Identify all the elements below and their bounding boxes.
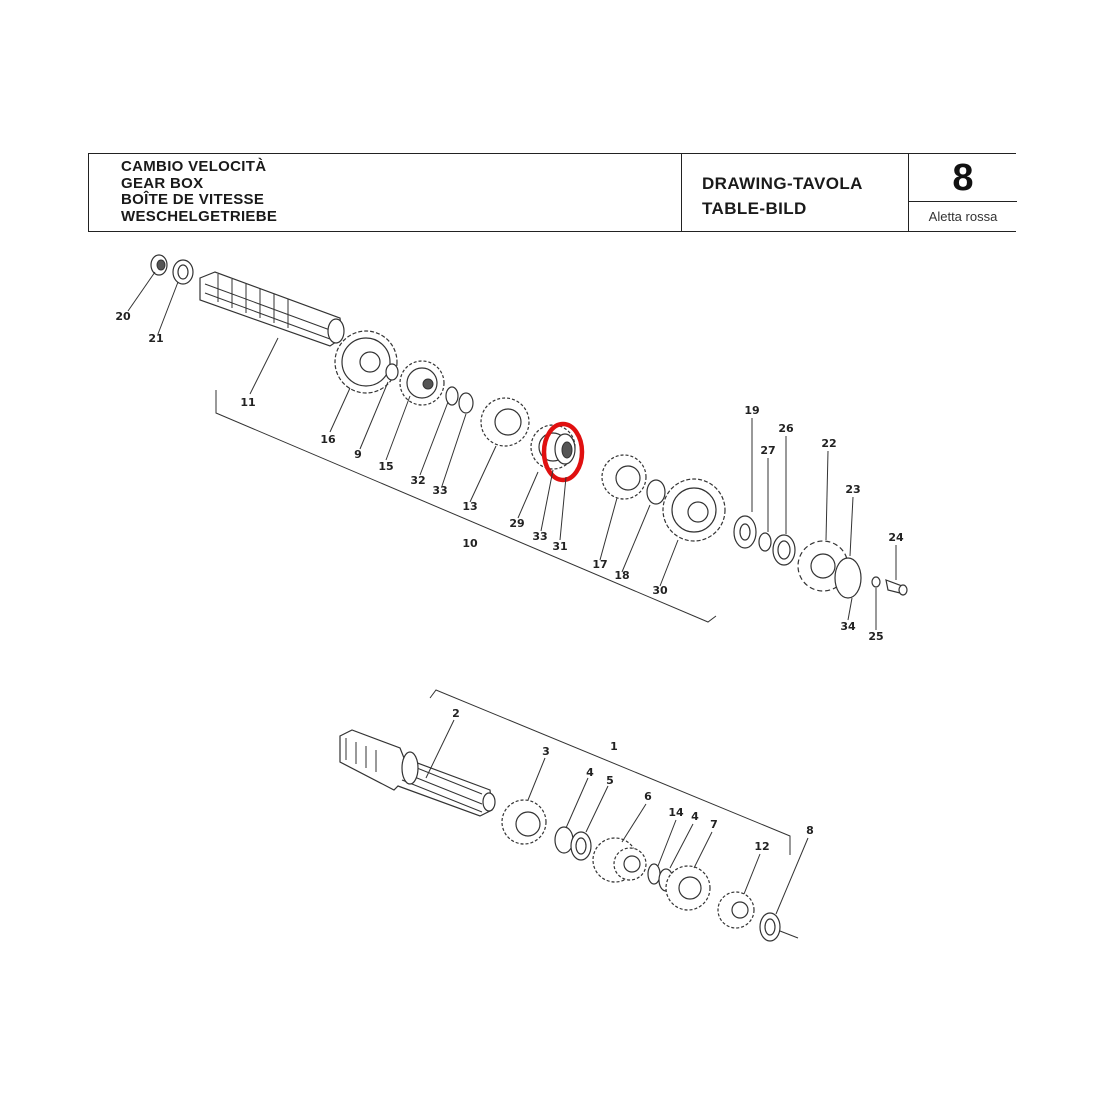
part-2-main-shaft: [339, 729, 496, 817]
part-9-ring: [385, 363, 399, 381]
callout-5: 5: [606, 774, 614, 787]
callout-29: 29: [509, 517, 524, 530]
part-27-ring: [758, 532, 772, 552]
title-italian: CAMBIO VELOCITÀ: [121, 158, 267, 175]
callout-9: 9: [354, 448, 362, 461]
callout-11: 11: [240, 396, 255, 409]
callout-19: 19: [744, 404, 759, 417]
callout-2: 2: [452, 707, 460, 720]
callout-labels: 20 21 11 16 9 15 32 33 13 29 33 31 17 18…: [115, 310, 904, 853]
part-13-gear: [480, 397, 530, 447]
callout-24: 24: [888, 531, 904, 544]
callout-30: 30: [652, 584, 668, 597]
callout-18: 18: [614, 569, 629, 582]
callout-group-10: 10: [462, 537, 478, 550]
table-number: 8: [909, 154, 1017, 202]
part-26-bearing: [772, 534, 796, 566]
part-19-washer: [733, 515, 757, 549]
part-14-ring: [647, 863, 661, 885]
callout-7: 7: [710, 818, 718, 831]
callout-13: 13: [462, 500, 477, 513]
part-24-bolt: [885, 579, 908, 596]
lower-leader-lines: [425, 719, 809, 915]
part-30-gear: [662, 478, 726, 542]
part-4-washer: [554, 826, 574, 854]
part-15-gear: [399, 360, 445, 406]
callout-23: 23: [845, 483, 860, 496]
part-18-washer: [646, 479, 666, 505]
title-block-names: CAMBIO VELOCITÀ GEAR BOX BOÎTE DE VITESS…: [89, 154, 682, 231]
title-english: GEAR BOX: [121, 174, 204, 192]
drawing-label-line-2: TABLE-BILD: [702, 199, 807, 218]
callout-31: 31: [552, 540, 567, 553]
lower-assembly: [339, 689, 809, 942]
part-32-washer: [445, 386, 459, 406]
callout-33-second: 33: [532, 530, 547, 543]
callout-25: 25: [868, 630, 883, 643]
highlight-circle-part-31: [541, 421, 585, 483]
upper-leader-lines: [127, 271, 897, 630]
callout-16: 16: [320, 433, 336, 446]
part-11-splined-shaft: [199, 271, 345, 347]
part-16-gear: [334, 330, 398, 394]
callout-14: 14: [668, 806, 684, 819]
callout-32: 32: [410, 474, 425, 487]
drawing-label-line-1: DRAWING-TAVOLA: [702, 174, 863, 193]
drawing-label-cell: DRAWING-TAVOLA TABLE-BILD: [682, 154, 909, 231]
title-german: WESCHELGETRIEBE: [121, 207, 278, 225]
callout-4: 4: [586, 766, 594, 779]
part-31-bush: [554, 433, 576, 465]
upper-assembly: [127, 254, 908, 630]
callout-17: 17: [592, 558, 607, 571]
table-note: Aletta rossa: [928, 209, 998, 224]
callout-12: 12: [754, 840, 769, 853]
table-number-cell: 8 Aletta rossa: [909, 154, 1017, 231]
callout-21: 21: [148, 332, 163, 345]
callout-26: 26: [778, 422, 794, 435]
title-block: CAMBIO VELOCITÀ GEAR BOX BOÎTE DE VITESS…: [88, 153, 1017, 232]
group-bracket-1: [429, 689, 791, 855]
part-25-washer: [871, 576, 881, 588]
group-bracket-10: [215, 390, 717, 623]
callout-4-second: 4: [691, 810, 699, 823]
callout-22: 22: [821, 437, 836, 450]
part-6-double-gear: [592, 837, 647, 883]
callout-8: 8: [806, 824, 814, 837]
part-33-washer: [458, 392, 474, 414]
callout-20: 20: [115, 310, 131, 323]
title-french: BOÎTE DE VITESSE: [121, 191, 265, 208]
part-20-bush: [150, 254, 168, 276]
callout-27: 27: [760, 444, 775, 457]
part-17-gear: [601, 454, 647, 500]
callout-3: 3: [542, 745, 550, 758]
part-21-washer: [172, 259, 194, 285]
part-23-lock-plate: [834, 557, 862, 599]
part-3-gear: [501, 799, 547, 845]
part-12-gear: [717, 891, 755, 929]
part-7-gear: [665, 865, 711, 911]
part-5-washer: [570, 831, 592, 861]
callout-group-1: 1: [610, 740, 618, 753]
callout-34: 34: [840, 620, 856, 633]
callout-15: 15: [378, 460, 393, 473]
part-8-washer: [759, 912, 799, 942]
callout-33: 33: [432, 484, 447, 497]
callout-6: 6: [644, 790, 652, 803]
